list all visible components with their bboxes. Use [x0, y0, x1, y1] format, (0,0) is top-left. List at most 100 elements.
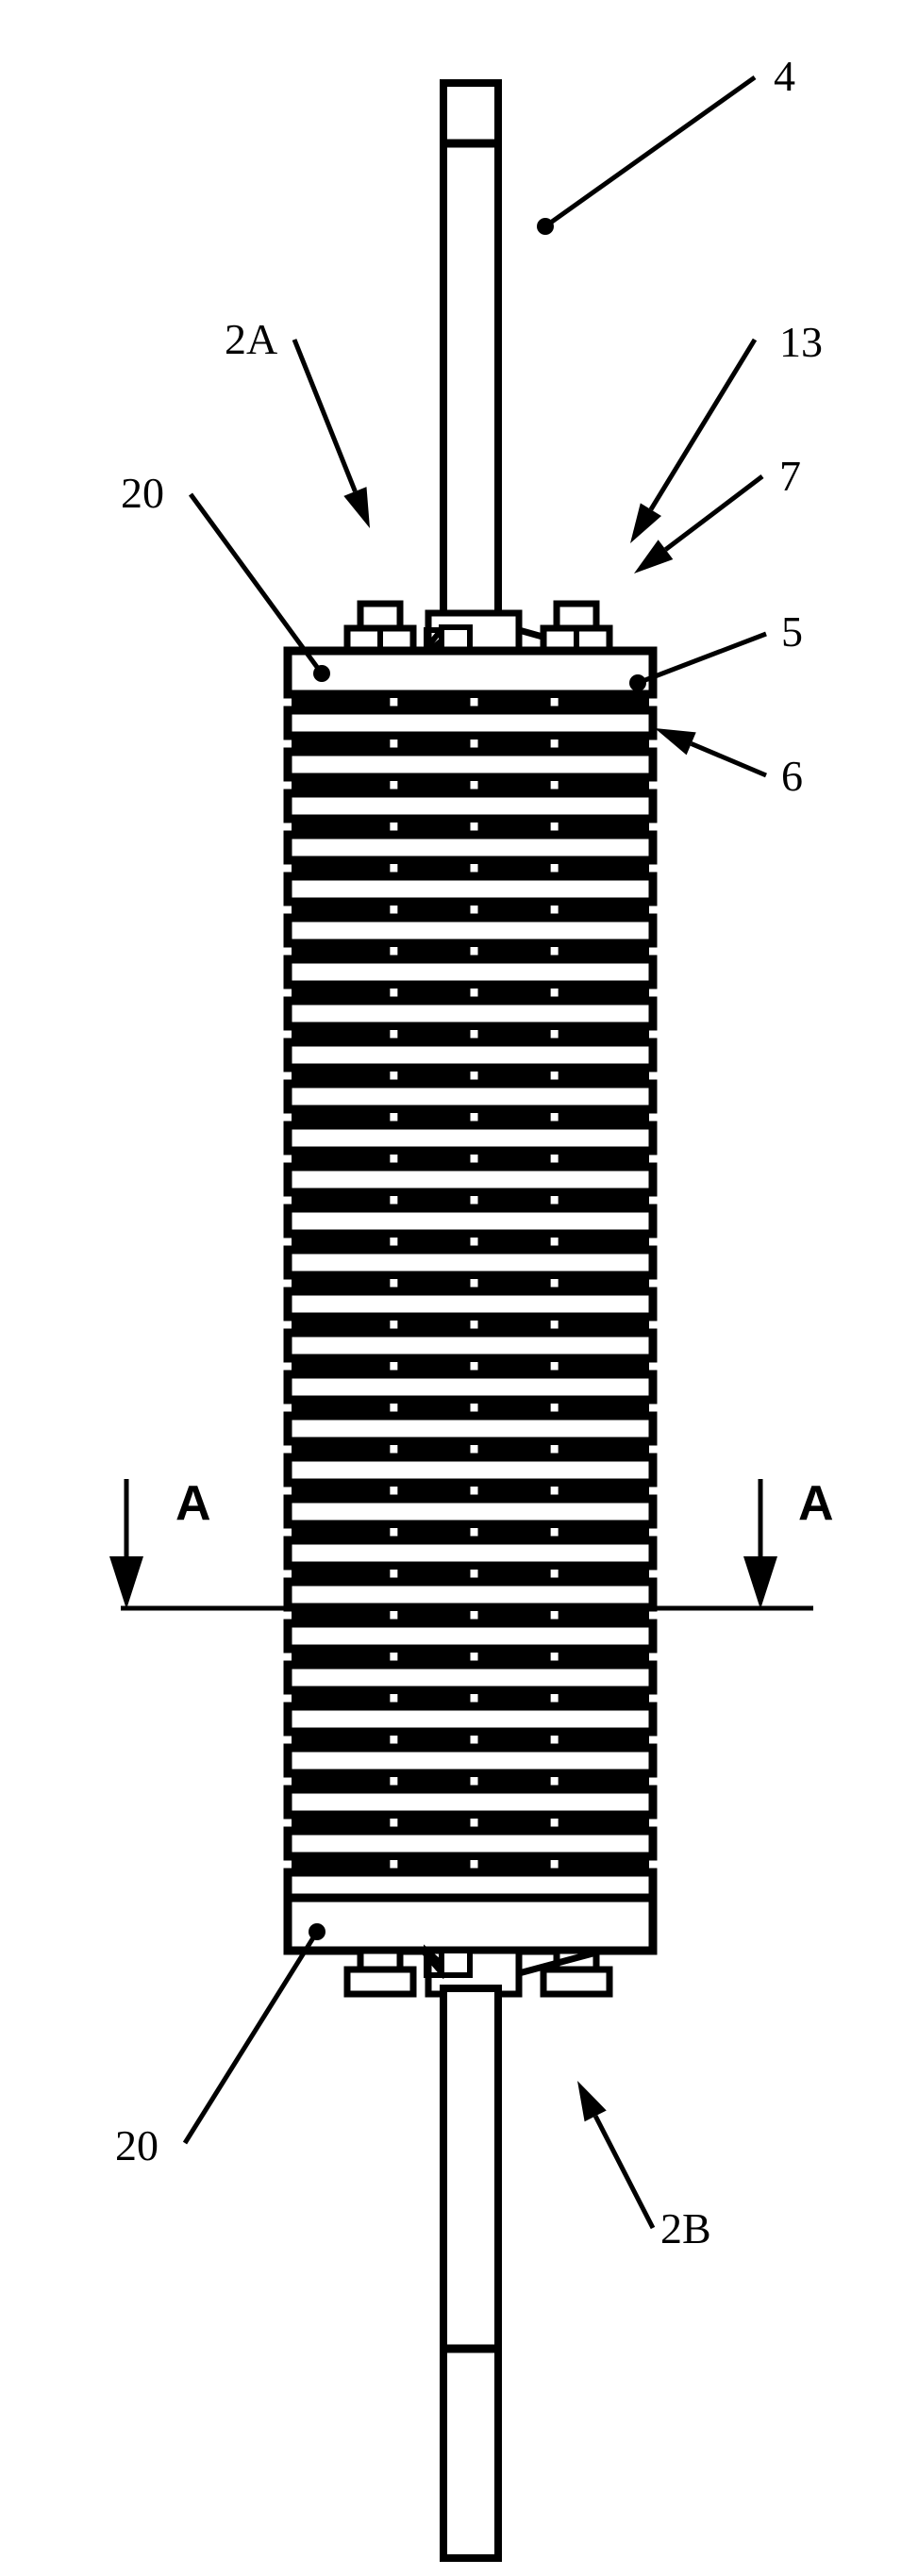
fin-spacer-gap-mark [470, 1653, 478, 1663]
fin-spacer-gap-mark [390, 1528, 398, 1538]
leader-dot-terminator [537, 218, 554, 235]
fin-spacer-gap-mark [470, 1113, 478, 1123]
fin-spacer-gap-mark [550, 1279, 559, 1289]
fin-stack-group [283, 695, 658, 1903]
leader-arrowhead [343, 487, 370, 528]
fin-spacer-gap-mark [470, 1404, 478, 1414]
fin-spacer-gap-mark [470, 1860, 478, 1870]
fin-spacer-gap-mark [390, 1362, 398, 1372]
fin-spacer-gap-mark [470, 1777, 478, 1787]
reference-number-5: 5 [781, 607, 803, 656]
fin-spacer-gap-mark [550, 989, 559, 999]
fin-spacer-gap-mark [470, 864, 478, 874]
fin-spacer-gap-mark [390, 1072, 398, 1082]
fin-spacer-gap-mark [550, 1570, 559, 1580]
fin-spacer-gap-mark [390, 1321, 398, 1331]
fin-spacer-gap-mark [550, 1653, 559, 1663]
fin-spacer-gap-mark [550, 906, 559, 916]
fin-spacer-gap-mark [470, 781, 478, 791]
fin-spacer-gap-mark [550, 947, 559, 957]
fin-spacer-gap-mark [390, 1819, 398, 1829]
fin-spacer-gap-mark [390, 1030, 398, 1040]
leader-line [188, 492, 325, 675]
reference-callout: 20 [115, 1923, 325, 2169]
fin-spacer-gap-mark [390, 1279, 398, 1289]
fin-disc [283, 1785, 658, 1820]
fin-spacer-gap-mark [470, 1445, 478, 1455]
fin-disc [283, 1743, 658, 1778]
section-line-group: A A [109, 1476, 834, 1611]
reference-number-13: 13 [779, 318, 823, 366]
fin-spacer-gap-mark [550, 781, 559, 791]
fin-spacer-gap-mark [390, 947, 398, 957]
fin-spacer-gap-mark [390, 1570, 398, 1580]
fin-spacer-gap-mark [470, 1611, 478, 1621]
fin-spacer-gap-mark [470, 1528, 478, 1538]
fin-disc [283, 1162, 658, 1197]
fin-disc [283, 1204, 658, 1238]
fin-spacer-gap-mark [470, 1736, 478, 1746]
reference-number-20: 20 [115, 2121, 159, 2169]
leader-arrowhead [655, 728, 696, 756]
fin-spacer-gap-mark [390, 906, 398, 916]
fin-spacer-gap-mark [470, 1321, 478, 1331]
fin-disc [283, 1245, 658, 1280]
fin-disc [283, 1660, 658, 1695]
section-arrow-left-head [109, 1556, 143, 1609]
fin-spacer-gap-mark [390, 1736, 398, 1746]
fin-disc [283, 872, 658, 906]
fin-disc [283, 830, 658, 865]
leader-line [593, 2115, 656, 2230]
hex-nut-bottom-left [343, 1966, 417, 1998]
fin-disc [283, 1702, 658, 1737]
fin-spacer-gap-mark [550, 1528, 559, 1538]
fin-disc [283, 1826, 658, 1861]
fin-disc [283, 1079, 658, 1114]
fin-spacer-gap-mark [470, 1570, 478, 1580]
fin-spacer-gap-mark [390, 698, 398, 708]
reference-number-2B: 2B [660, 2204, 711, 2252]
fin-disc [283, 1328, 658, 1363]
fin-spacer-gap-mark [470, 698, 478, 708]
fin-disc [283, 706, 658, 740]
leader-line [648, 338, 758, 511]
fin-disc [283, 955, 658, 989]
end-plate-top [283, 646, 658, 699]
fin-disc [283, 1453, 658, 1487]
fin-spacer-gap-mark [390, 1404, 398, 1414]
fin-disc [283, 1494, 658, 1529]
fin-spacer-gap-mark [390, 1113, 398, 1123]
fin-spacer-gap-mark [390, 1487, 398, 1497]
fin-disc [283, 1038, 658, 1072]
fin-spacer-gap-mark [390, 1777, 398, 1787]
top-shaft-group [440, 79, 502, 656]
fin-disc [283, 913, 658, 948]
fin-spacer-gap-mark [470, 1030, 478, 1040]
fin-disc [283, 996, 658, 1031]
fin-disc [283, 1619, 658, 1654]
leader-arrowhead [630, 503, 661, 543]
fin-spacer-gap-mark [470, 1072, 478, 1082]
fin-spacer-gap-mark [470, 740, 478, 750]
fin-spacer-gap-mark [550, 1238, 559, 1248]
fin-spacer-gap-mark [550, 1860, 559, 1870]
fin-spacer-gap-mark [550, 1196, 559, 1206]
reference-callout: 5 [629, 607, 803, 691]
fin-spacer-gap-mark [390, 1611, 398, 1621]
reference-callout: 7 [634, 452, 801, 573]
fin-spacer-gap-mark [470, 823, 478, 833]
fin-spacer-gap-mark [390, 1445, 398, 1455]
fin-spacer-gap-mark [550, 1362, 559, 1372]
bottom-hub-group [420, 1944, 597, 1998]
bottom-hub-inner-left [439, 1948, 473, 1978]
fin-spacer-gap-mark [470, 947, 478, 957]
leader-dot-terminator [313, 665, 330, 682]
fin-spacer-gap-mark [390, 740, 398, 750]
leader-line [690, 741, 767, 778]
reference-number-2A: 2A [225, 315, 277, 363]
section-arrow-right-head [743, 1556, 777, 1609]
fin-spacer-gap-mark [390, 1860, 398, 1870]
section-letter-right: A [798, 1476, 834, 1531]
fin-spacer-gap-mark [470, 1196, 478, 1206]
